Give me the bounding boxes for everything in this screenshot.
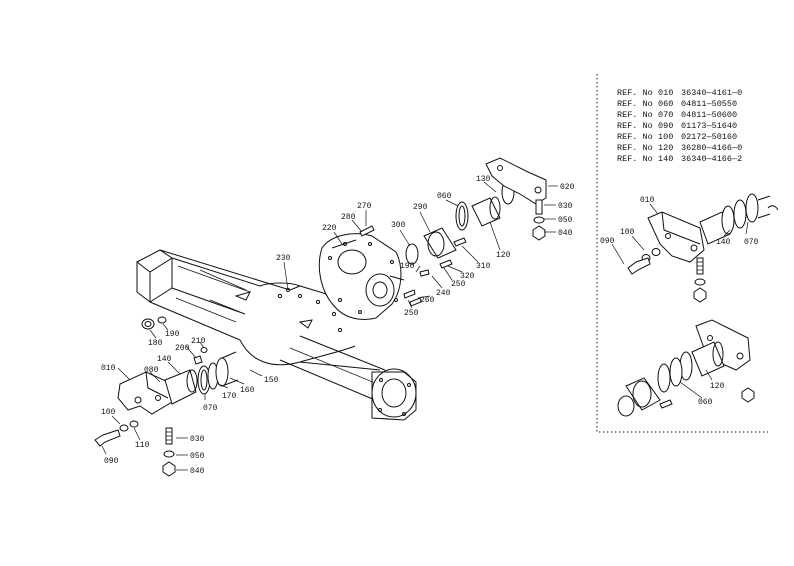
callout-110: 110 [135, 441, 150, 450]
callout-220: 220 [322, 224, 337, 233]
ref-row-num: 060 [658, 99, 673, 109]
callout-190: 190 [165, 330, 180, 339]
inset-callout-100: 100 [620, 228, 635, 237]
ref-row-label: REF. No [617, 132, 653, 142]
callout-280: 280 [341, 213, 356, 222]
inset-top-assembly [611, 193, 779, 303]
inset-frame [596, 74, 768, 433]
ref-row-part: 36340—4166—2 [681, 154, 742, 164]
callout-030-right: 030 [558, 202, 573, 211]
callout-300: 300 [391, 221, 406, 230]
ref-row-label: REF. No [617, 110, 653, 120]
ref-row-label: REF. No [617, 99, 653, 109]
callout-290: 290 [413, 203, 428, 212]
ref-row-num: 010 [658, 88, 673, 98]
ref-row-num: 140 [658, 154, 673, 164]
callout-250: 250 [451, 280, 466, 289]
callout-200: 200 [175, 344, 190, 353]
callout-230: 230 [276, 254, 291, 263]
inset-callout-070: 070 [744, 238, 759, 247]
callout-100: 100 [101, 408, 116, 417]
ref-row-part: 04811—50550 [681, 99, 737, 109]
inset-callouts: 010 100 090 140 070 120 060 [600, 196, 759, 407]
callout-140: 140 [157, 355, 172, 364]
callout-240: 240 [436, 289, 451, 298]
callout-080: 080 [144, 366, 159, 375]
callout-270: 270 [357, 202, 372, 211]
ref-table: REF. No 010 36340—4161—0 REF. No 060 048… [617, 88, 742, 164]
ref-row-num: 100 [658, 132, 673, 142]
ref-row-num: 070 [658, 110, 673, 120]
leader-lines [101, 181, 558, 471]
ref-row-label: REF. No [617, 88, 653, 98]
ref-row-label: REF. No [617, 121, 653, 131]
callout-160: 160 [240, 386, 255, 395]
main-callouts: 010 080 140 070 170 160 150 100 110 090 … [101, 175, 575, 476]
callout-050-right: 050 [558, 216, 573, 225]
callout-040: 040 [190, 467, 205, 476]
callout-120: 120 [496, 251, 511, 260]
axle-housing [136, 249, 417, 421]
ref-row-label: REF. No [617, 143, 653, 153]
ref-row-part: 04811—50600 [681, 110, 737, 120]
callout-020: 020 [560, 183, 575, 192]
callout-070: 070 [203, 404, 218, 413]
ref-row-part: 36340—4161—0 [681, 88, 742, 98]
inset-callout-010: 010 [640, 196, 655, 205]
ref-row-part: 01173—51640 [681, 121, 737, 131]
callout-030: 030 [190, 435, 205, 444]
differential-housing [318, 157, 547, 320]
callout-250-lower: 250 [404, 309, 419, 318]
callout-090: 090 [104, 457, 119, 466]
inset-callout-140: 140 [716, 238, 731, 247]
inset-callout-090: 090 [600, 237, 615, 246]
callout-170: 170 [222, 392, 237, 401]
callout-150: 150 [264, 376, 279, 385]
callout-060: 060 [437, 192, 452, 201]
callout-180: 180 [148, 339, 163, 348]
callout-260: 260 [420, 296, 435, 305]
callout-050: 050 [190, 452, 205, 461]
inset-callout-060: 060 [698, 398, 713, 407]
ref-row-part: 02172—50160 [681, 132, 737, 142]
ref-row-part: 36280—4166—0 [681, 143, 742, 153]
ref-row-label: REF. No [617, 154, 653, 164]
callout-190-right: 190 [400, 262, 415, 271]
inset-bottom-assembly [617, 319, 755, 417]
ref-row-num: 090 [658, 121, 673, 131]
ref-row-num: 120 [658, 143, 673, 153]
callout-210: 210 [191, 337, 206, 346]
callout-130: 130 [476, 175, 491, 184]
left-bearing-assembly [94, 316, 239, 477]
callout-040-right: 040 [558, 229, 573, 238]
callout-320: 320 [460, 272, 475, 281]
callout-310: 310 [476, 262, 491, 271]
callout-010: 010 [101, 364, 116, 373]
inset-callout-120: 120 [710, 382, 725, 391]
